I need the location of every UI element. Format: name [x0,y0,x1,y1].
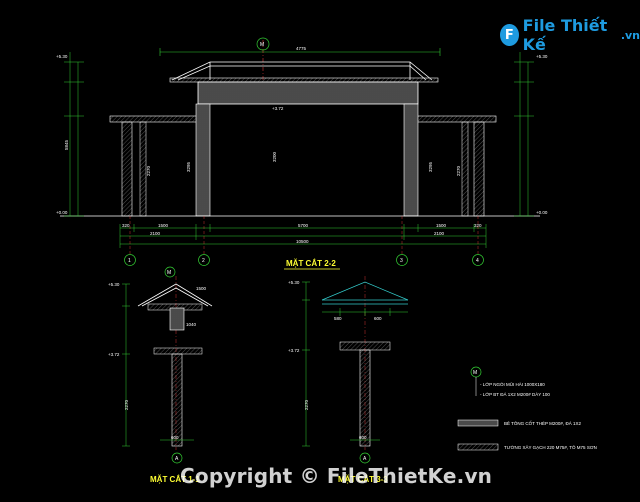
right-dim-chain [514,52,534,217]
legend-item-2: TƯỜNG XÂY GẠCH 220 M75#, TÔ M75 SƠN [504,444,597,450]
dim-left-b: 2100 [150,231,161,236]
right-detail-beam2-dim: 600 [374,316,382,321]
right-canopy [413,115,497,123]
left-detail-column [171,353,183,447]
dim-total: 10500 [296,239,309,244]
level-base-left: +0.00 [56,210,68,215]
right-detail-height: 2270 [304,399,309,410]
left-level-top: +5.30 [108,282,120,287]
grid-bubble-2: 2 [198,254,210,266]
left-detail-cap [153,347,203,355]
logo-text: File Thiết Kế [522,16,608,54]
site-logo[interactable]: F File Thiết Kế .vn [500,16,640,54]
section-3-3-title: MẶT CẮT 3-3 [338,475,388,484]
left-axis-a-label: A [175,456,179,462]
right-detail-roof-dims [322,308,408,316]
section-2-2-title: MẶT CẮT 2-2 [286,259,336,268]
copyright-watermark: Copyright © FileThietKe.vn [180,464,493,488]
svg-text:2: 2 [202,258,205,264]
right-detail-roof [321,281,409,305]
dim-top-total: 4775 [296,46,307,51]
level-top-left: +5.30 [56,54,68,59]
top-axis-bubble-label: M [260,42,264,48]
left-level-mid: +3.72 [108,352,120,357]
logo-badge: F [500,24,519,46]
left-canopy [109,115,203,123]
left-detail-col-dim: 600 [171,435,179,440]
dim-height-main: 3200 [272,151,277,162]
left-dim-chain [64,52,84,217]
dim-col-h-left: 3295 [186,161,191,172]
column-4 [473,121,485,217]
svg-text:4: 4 [476,258,479,264]
small-axis-bubble [164,266,176,278]
section-1-1: M +5.30 +3.72 1040 1500 600 2270 A MẶT C… [108,266,213,484]
dim-col-h-right: 3295 [428,161,433,172]
dim-right-a: 1500 [436,223,447,228]
left-detail-dims [122,283,194,447]
right-detail-cap [339,341,391,351]
dim-side-right: 320 [474,223,482,228]
column-3a [403,103,419,217]
right-detail-col-dim: 600 [359,435,367,440]
column-1 [121,121,133,217]
column-4b [461,121,469,217]
level-base-right: +0.00 [536,210,548,215]
top-axis-bubble [256,37,270,51]
grid-bubble-1: 1 [124,254,136,266]
legend: M - LỚP NGÓI MŨI HÀI 1000X180 - LỚP BT Đ… [457,366,597,451]
right-axis-a-label: A [363,456,367,462]
right-axis-a-bubble [359,452,371,464]
bottom-dim-chain [119,224,487,248]
section-1-1-title: MẶT CẮT 1-1 [150,475,200,484]
column-2a [195,103,211,217]
right-detail-dims [302,281,380,447]
main-beam [197,81,419,105]
grid-bubble-3: 3 [396,254,408,266]
right-level-top: +5.30 [288,280,300,285]
left-detail-height: 2270 [124,399,129,410]
legend-note-2: - LỚP BT ĐÁ 1X2 M200# DÀY 100 [480,391,550,397]
roof [171,61,433,81]
grid-axes [129,216,479,254]
left-axis-a-bubble [171,452,183,464]
right-detail-column [359,349,371,447]
legend-swatch-brick [457,443,499,451]
section-2-2: 4775 M +3.72 3200 2270 2270 329 [56,37,548,270]
left-detail-roof-dim: 1500 [196,286,207,291]
section-3-3: +5.30 +3.72 580 600 600 2270 A MẶT CẮT 3… [288,276,409,484]
right-level-mid: +3.72 [288,348,300,353]
svg-text:3: 3 [400,258,403,264]
dim-left-a: 1500 [158,223,169,228]
level-top-right: +5.30 [536,54,548,59]
level-mid-label: +3.72 [272,106,284,111]
svg-text:1: 1 [128,258,131,264]
dim-main-span: 5700 [298,223,309,228]
logo-suffix: .vn [620,28,640,42]
left-detail-cap-dim: 1040 [186,322,197,327]
roof-slab [169,77,439,83]
legend-item-1: BÊ TÔNG CỐT THÉP M200#, ĐÁ 1X2 [504,419,581,426]
top-dimension-line [159,48,441,56]
dim-side-left: 320 [122,223,130,228]
dim-height-side-right: 2270 [456,165,461,176]
legend-bubble-label: M [473,370,477,376]
left-detail-roof [137,283,213,307]
legend-note-1: - LỚP NGÓI MŨI HÀI 1000X180 [480,381,545,387]
grid-bubble-4: 4 [472,254,484,266]
dim-height-side-left: 2270 [146,165,151,176]
dim-right-b: 2100 [434,231,445,236]
left-detail-beam [169,307,185,331]
legend-swatch-concrete [457,419,499,427]
small-axis-bubble-label: M [167,270,171,276]
dim-left-total: 5845 [64,139,69,150]
right-detail-beam-dim: 580 [334,316,342,321]
